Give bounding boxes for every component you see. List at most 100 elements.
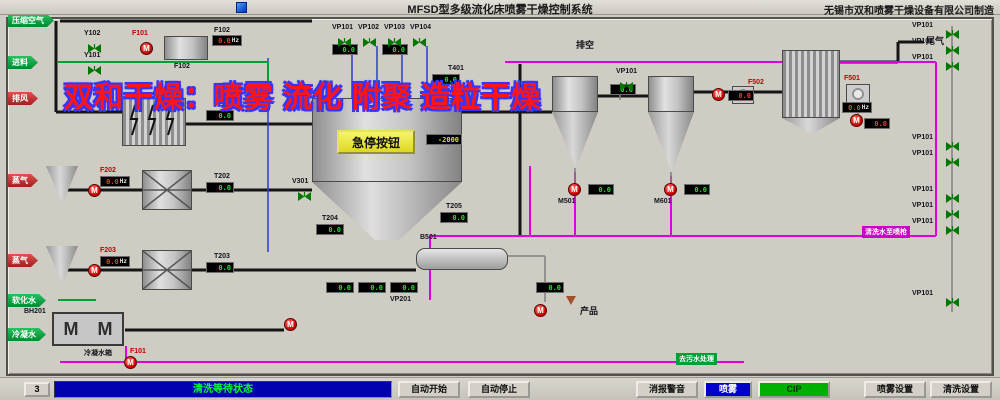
- tag-F203: F203: [100, 247, 116, 254]
- label-4: 清洗水至喷枪: [862, 226, 910, 238]
- stream-label-3: 蒸气: [8, 174, 38, 187]
- display-value: 0.0: [218, 263, 231, 272]
- display-value: 0.0: [106, 177, 119, 186]
- label-1: 尾气: [926, 36, 945, 46]
- pump-icon-3[interactable]: M: [568, 183, 581, 196]
- stream-label-2: 排风: [8, 92, 38, 105]
- tag-VP101: VP101: [912, 22, 934, 29]
- tag-F202: F202: [100, 167, 116, 174]
- heater-cross-icon: [142, 170, 192, 210]
- emergency-stop-button[interactable]: 急停按钮: [337, 130, 415, 154]
- display-value: 0.0: [218, 183, 231, 192]
- auto-start-button[interactable]: 自动开始: [398, 381, 460, 398]
- app-icon: [236, 2, 247, 13]
- page-indicator-button[interactable]: 3: [24, 382, 50, 397]
- tag-VP101: VP101: [332, 24, 354, 31]
- display-unit: Hz: [119, 178, 127, 185]
- display-value: 0.0: [548, 283, 561, 292]
- display-value: 0.0: [328, 225, 341, 234]
- tag-VP101: VP101: [912, 150, 934, 157]
- steam-heater-1: [142, 170, 192, 210]
- value-display-18: 0.0: [728, 90, 754, 101]
- value-display-3: 0.0: [432, 74, 460, 85]
- electrostatic-filter: [122, 98, 186, 146]
- pipe-blue: [267, 46, 428, 252]
- value-display-11: -2000: [426, 134, 462, 145]
- label-0: 排空: [576, 40, 595, 50]
- pump-icon-8[interactable]: M: [124, 356, 137, 369]
- valve-icon-13[interactable]: [946, 190, 959, 203]
- pump-icon-4[interactable]: M: [664, 183, 677, 196]
- mute-alarm-button[interactable]: 消报警音: [636, 381, 698, 398]
- display-value: 0.0: [218, 111, 231, 120]
- status-bar: 3 清洗等待状态 自动开始 自动停止 消报警音 喷雾 CIP 喷雾设置 清洗设置: [0, 377, 1000, 400]
- tag-VP101: VP101: [912, 290, 934, 297]
- valve-icon-7[interactable]: [298, 188, 311, 201]
- pump-icon-0[interactable]: M: [140, 42, 153, 55]
- valve-icon-15[interactable]: [946, 222, 959, 235]
- tag-T401: T401: [448, 65, 464, 72]
- stream-label-4: 蒸气: [8, 254, 38, 267]
- pump-icon-1[interactable]: M: [88, 184, 101, 197]
- valve-icon-1[interactable]: [88, 62, 101, 75]
- valve-icon-10[interactable]: [946, 58, 959, 71]
- window-title: MFSD型多级流化床喷雾干燥控制系统: [407, 4, 593, 16]
- value-display-4: 0.0: [206, 110, 234, 121]
- display-value: 0.0: [694, 185, 707, 194]
- diagram-frame: [6, 17, 994, 376]
- tag-VP101: VP101: [912, 38, 934, 45]
- pump-icon-2[interactable]: M: [88, 264, 101, 277]
- valve-icon-0[interactable]: [88, 40, 101, 53]
- valve-icon-12[interactable]: [946, 154, 959, 167]
- pump-icon-7[interactable]: M: [534, 304, 547, 317]
- display-unit: Hz: [119, 258, 127, 265]
- valve-icon-14[interactable]: [946, 206, 959, 219]
- valve-icon-9[interactable]: [946, 42, 959, 55]
- spray-button[interactable]: 喷雾: [704, 381, 752, 398]
- cip-button[interactable]: CIP: [758, 381, 830, 398]
- fan-f102-housing: [164, 36, 208, 60]
- valve-icon-4[interactable]: [388, 34, 401, 47]
- tag-T202: T202: [214, 173, 230, 180]
- auto-stop-button[interactable]: 自动停止: [468, 381, 530, 398]
- value-display-14: 0.0: [390, 282, 418, 293]
- display-value: 0.0: [452, 213, 465, 222]
- display-value: -2000: [437, 135, 459, 144]
- clean-settings-button[interactable]: 清洗设置: [930, 381, 992, 398]
- pump-icon-9[interactable]: M: [284, 318, 297, 331]
- tag-F101: F101: [130, 348, 146, 355]
- cyclone-2-body: [648, 76, 694, 112]
- title-bar: MFSD型多级流化床喷雾干燥控制系统 无锡市双和喷雾干燥设备有限公司制造: [0, 0, 1000, 17]
- value-display-17: 0.0: [684, 184, 710, 195]
- tag-M601: M601: [654, 198, 672, 205]
- tag-VP104: VP104: [410, 24, 432, 31]
- value-display-20: 0.0: [864, 118, 890, 129]
- company-name: 无锡市双和喷雾干燥设备有限公司制造: [824, 6, 994, 17]
- value-display-10: 0.0: [440, 212, 468, 223]
- tag-F101: F101: [132, 30, 148, 37]
- valve-icon-3[interactable]: [363, 34, 376, 47]
- valve-icon-2[interactable]: [338, 34, 351, 47]
- valve-icon-6[interactable]: [620, 78, 633, 91]
- value-display-12: 0.0: [326, 282, 354, 293]
- status-message: 清洗等待状态: [54, 381, 392, 398]
- pump-icon-5[interactable]: M: [712, 88, 725, 101]
- valve-icon-16[interactable]: [946, 294, 959, 307]
- stream-label-5: 软化水: [8, 294, 46, 307]
- heater-cross-icon: [142, 250, 192, 290]
- valve-icon-8[interactable]: [946, 26, 959, 39]
- label-3: 去污水处理: [676, 353, 717, 365]
- spray-settings-button[interactable]: 喷雾设置: [864, 381, 926, 398]
- display-value: 0.0: [598, 185, 611, 194]
- valve-icon-11[interactable]: [946, 138, 959, 151]
- tag-冷凝水箱: 冷凝水箱: [84, 350, 112, 357]
- pump-icon-6[interactable]: M: [850, 114, 863, 127]
- tag-VP103: VP103: [384, 24, 406, 31]
- valve-icon-5[interactable]: [413, 34, 426, 47]
